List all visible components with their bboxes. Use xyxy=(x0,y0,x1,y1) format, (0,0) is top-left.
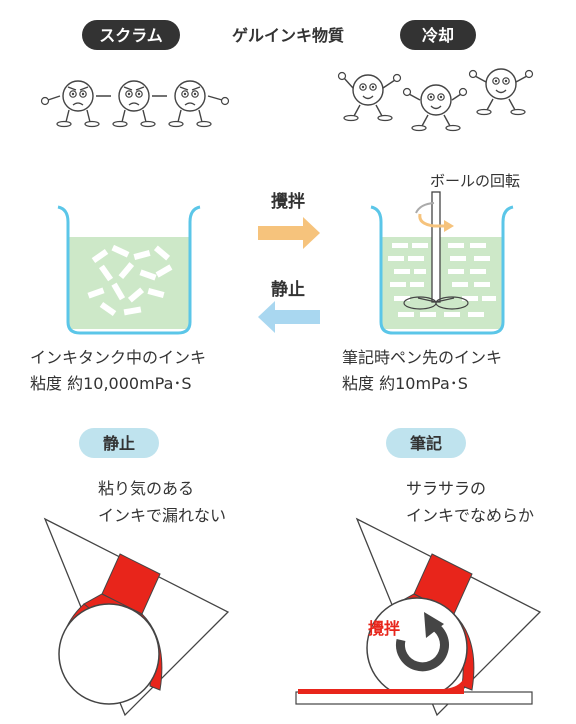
pen-tip-writing: 攪拌 xyxy=(295,517,542,717)
happy-character-icon xyxy=(343,74,393,122)
ball xyxy=(366,597,468,699)
tank-caption-line1: インキタンク中のインキ xyxy=(30,348,206,367)
sad-character-icon xyxy=(168,80,212,128)
rest-label: 静止 xyxy=(271,279,305,300)
left-arrow-icon xyxy=(258,301,320,333)
stirring-rod xyxy=(431,191,441,303)
sad-character-icon xyxy=(112,80,156,128)
tank-caption-line2: 粘度 約10,000mPa･S xyxy=(30,374,192,393)
scrum-badge-label: スクラム xyxy=(99,26,163,45)
writing-stir-label: 攪拌 xyxy=(368,619,400,638)
happy-character-icon xyxy=(411,84,461,132)
scrum-characters xyxy=(40,80,230,128)
rest-desc-line1: 粘り気のある xyxy=(98,479,194,498)
ball-rotation-label: ボールの回転 xyxy=(430,172,520,190)
pen-tip-at-rest xyxy=(43,517,230,717)
rest-desc-line2: インキで漏れない xyxy=(98,506,226,525)
rotation-arrow-icon xyxy=(418,213,446,228)
writing-desc-line1: サラサラの xyxy=(406,479,486,498)
ink-tank-beaker xyxy=(57,205,201,335)
rest-badge-label: 静止 xyxy=(103,434,135,453)
rest-arrow: 静止 xyxy=(258,279,320,333)
ball xyxy=(58,603,160,705)
aligned-particles xyxy=(388,243,496,317)
tangled-particles xyxy=(87,244,173,317)
sad-character-icon xyxy=(56,80,100,128)
writing-badge: 筆記 xyxy=(386,428,466,458)
stir-label: 攪拌 xyxy=(271,191,305,212)
writing-desc-line2: インキでなめらか xyxy=(406,506,534,525)
pen-caption-line2: 粘度 約10mPa･S xyxy=(342,374,468,393)
pen-tip-beaker xyxy=(370,191,514,335)
happy-character-icon xyxy=(476,68,526,116)
writing-badge-label: 筆記 xyxy=(410,434,442,453)
ink-trail xyxy=(298,679,464,694)
cooled-characters xyxy=(337,68,534,132)
rotation-arrow-icon xyxy=(395,620,449,672)
right-arrow-icon xyxy=(258,217,320,249)
header-title: ゲルインキ物質 xyxy=(232,26,344,45)
cooling-badge-label: 冷却 xyxy=(422,26,454,45)
scrum-badge: スクラム xyxy=(82,20,180,50)
stir-arrow: 攪拌 xyxy=(258,191,320,249)
cooling-badge: 冷却 xyxy=(400,20,476,50)
pen-caption-line1: 筆記時ペン先のインキ xyxy=(342,348,502,367)
rest-badge: 静止 xyxy=(79,428,159,458)
